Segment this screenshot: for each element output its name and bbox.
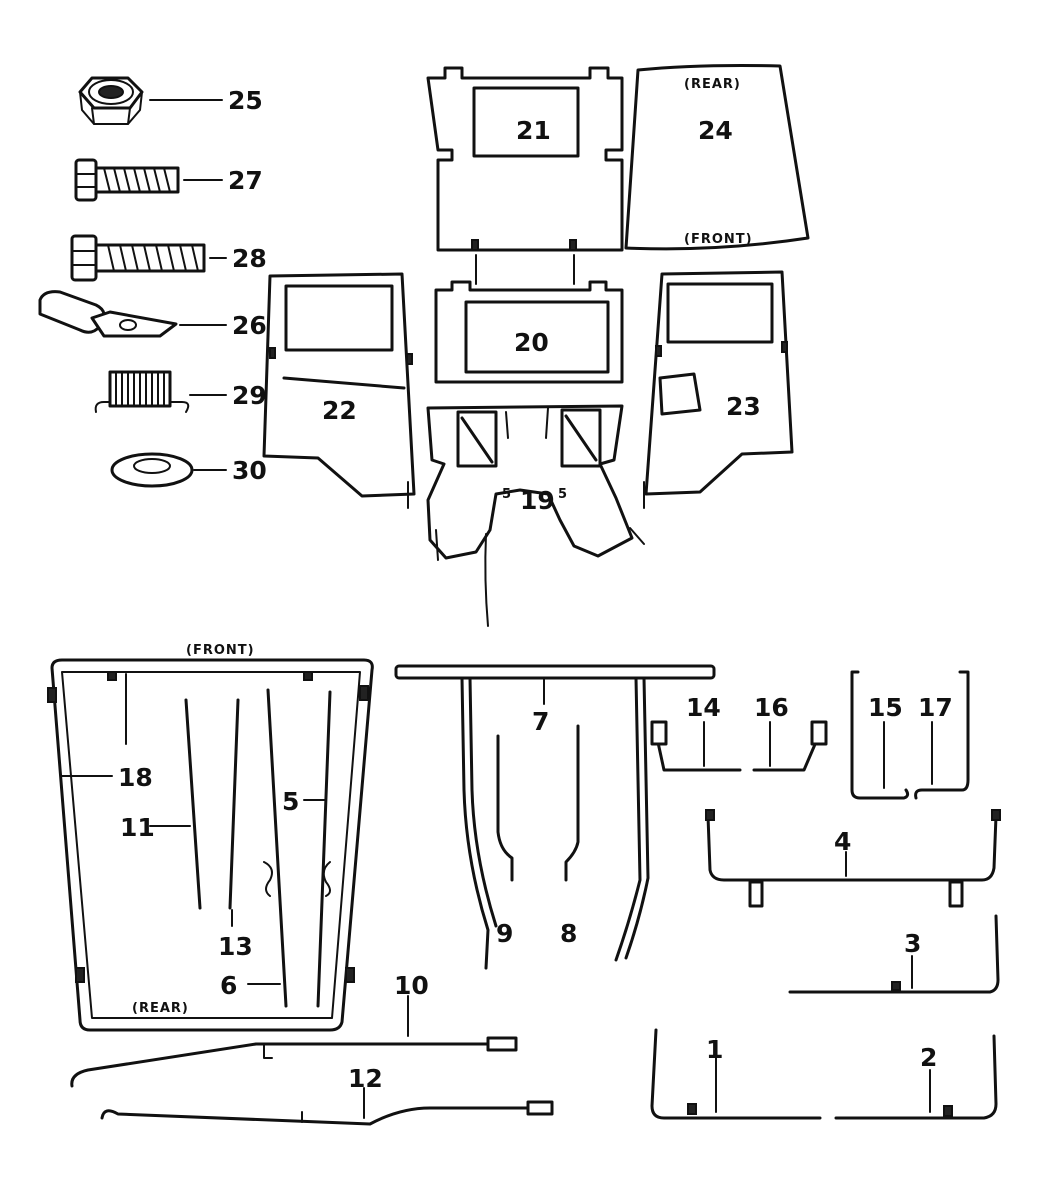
label-roof-rear: (REAR) (684, 77, 741, 92)
mark-door-left: 5 (502, 487, 512, 502)
hex-nut (78, 76, 144, 125)
callout-16: 16 (754, 693, 789, 722)
callout-18: 18 (118, 763, 153, 792)
cable-clamp (38, 290, 178, 338)
callout-1: 1 (706, 1035, 723, 1064)
callout-4: 4 (834, 827, 851, 856)
rod-12 (100, 1100, 554, 1126)
callout-21: 21 (516, 116, 551, 145)
label-frame-front: (FRONT) (186, 643, 255, 658)
mark-door-right: 5 (558, 487, 568, 502)
left-door (262, 272, 416, 509)
callout-27: 27 (228, 166, 263, 195)
label-frame-rear: (REAR) (132, 1001, 189, 1016)
callout-7: 7 (532, 707, 549, 736)
callout-10: 10 (394, 971, 429, 1000)
callout-8: 8 (560, 919, 577, 948)
callout-15: 15 (868, 693, 903, 722)
callout-17: 17 (918, 693, 953, 722)
callout-12: 12 (348, 1064, 383, 1093)
callout-24: 24 (698, 116, 733, 145)
label-roof-front: (FRONT) (684, 232, 753, 247)
callout-25: 25 (228, 86, 263, 115)
callout-26: 26 (232, 311, 267, 340)
flat-washer (110, 452, 194, 488)
roof-panel (426, 66, 624, 252)
callout-20: 20 (514, 328, 549, 357)
roof-top (624, 64, 810, 251)
extension-spring (94, 370, 190, 413)
u-frame-4 (705, 809, 1001, 908)
callout-3: 3 (904, 929, 921, 958)
u-bar-14-16 (650, 720, 828, 772)
bracket-1 (650, 1028, 822, 1120)
dash-assembly (426, 404, 645, 627)
rod-10 (70, 1036, 518, 1088)
bracket-15-17 (850, 670, 970, 800)
frame-assembly (47, 658, 374, 1032)
callout-14: 14 (686, 693, 721, 722)
long-bolt (70, 234, 206, 282)
callout-29: 29 (232, 381, 267, 410)
callout-28: 28 (232, 244, 267, 273)
bar-3 (788, 914, 1000, 994)
callout-6: 6 (220, 971, 237, 1000)
callout-22: 22 (322, 396, 357, 425)
callout-9: 9 (496, 919, 513, 948)
windshield-panel (434, 280, 624, 384)
callout-23: 23 (726, 392, 761, 421)
callout-30: 30 (232, 456, 267, 485)
short-bolt (74, 158, 180, 202)
front-tube-assembly (394, 664, 716, 970)
callout-2: 2 (920, 1043, 937, 1072)
callout-19: 19 (520, 486, 555, 515)
callout-11: 11 (120, 813, 155, 842)
bracket-2 (834, 1034, 998, 1120)
callout-5: 5 (282, 787, 299, 816)
callout-13: 13 (218, 932, 253, 961)
right-door (643, 270, 794, 509)
